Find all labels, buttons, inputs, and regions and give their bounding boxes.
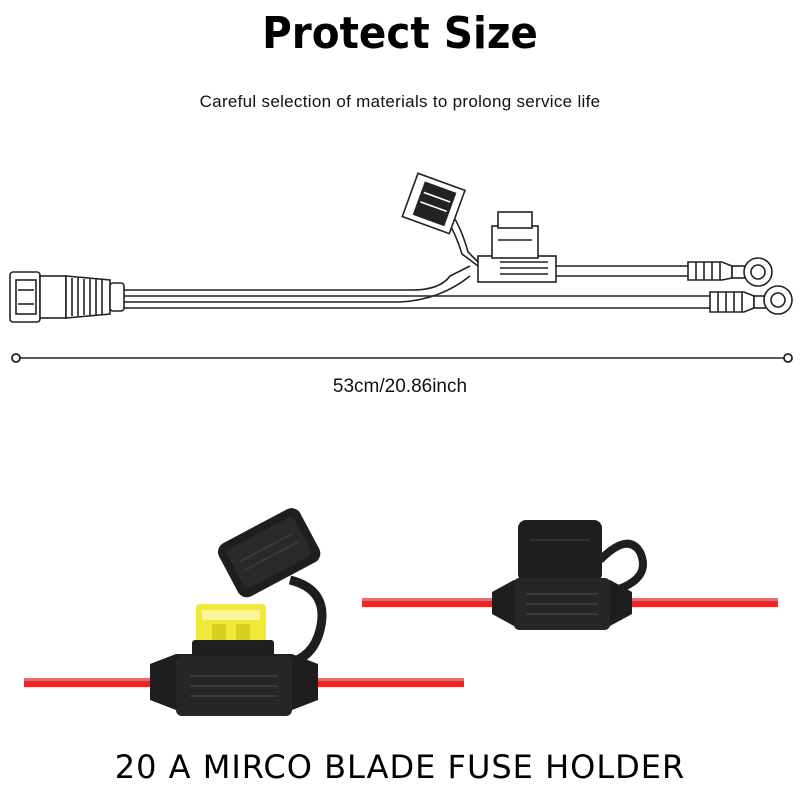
length-measurement: 53cm/20.86inch <box>332 376 468 397</box>
page-subtitle: Careful selection of materials to prolon… <box>199 92 601 111</box>
page-title: Protect Size <box>262 8 538 59</box>
fuse-holder-closed-photo <box>362 520 778 630</box>
ring-terminal-lower <box>709 285 793 315</box>
fuse-holder-drawing <box>477 211 557 283</box>
fuse-holder-open-photo <box>24 508 464 716</box>
sae-connector <box>9 271 125 323</box>
dimension-line <box>11 353 793 363</box>
ring-terminal-upper <box>687 257 773 287</box>
fuse-cap-drawing <box>401 172 479 267</box>
product-caption: 20 A MIRCO BLADE FUSE HOLDER <box>114 748 686 786</box>
cable-line-art <box>9 172 793 323</box>
